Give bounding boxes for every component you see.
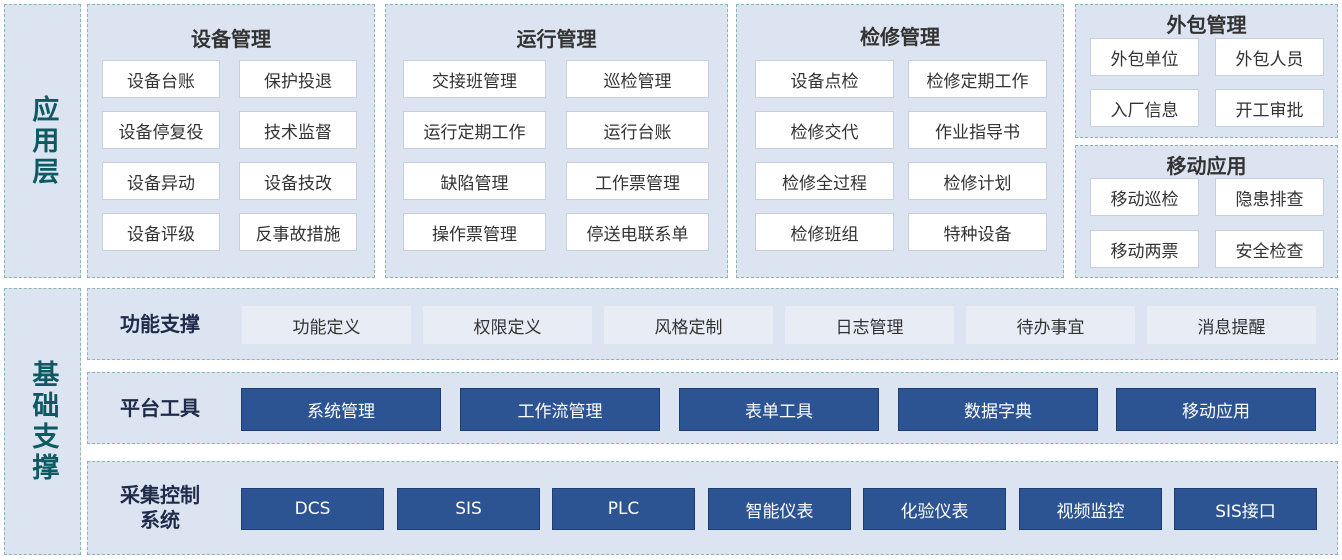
application-layer-label: 应用层 bbox=[4, 4, 81, 278]
acquisition-item[interactable]: SIS bbox=[397, 488, 540, 530]
mobile-application-title: 移动应用 bbox=[1166, 154, 1247, 178]
platform-tools-row: 平台工具 系统管理 工作流管理 表单工具 数据字典 移动应用 bbox=[87, 372, 1338, 444]
maintenance-management-panel: 检修管理 设备点检 检修定期工作 检修交代 作业指导书 检修全过程 检修计划 检… bbox=[736, 4, 1064, 278]
platform-tool-item[interactable]: 表单工具 bbox=[679, 388, 879, 431]
acquisition-item[interactable]: SIS接口 bbox=[1174, 488, 1317, 530]
operation-item[interactable]: 缺陷管理 bbox=[403, 162, 546, 200]
outsourcing-item[interactable]: 外包单位 bbox=[1090, 38, 1199, 76]
equipment-item[interactable]: 设备评级 bbox=[102, 213, 220, 251]
function-item[interactable]: 权限定义 bbox=[423, 306, 592, 344]
acquisition-item[interactable]: PLC bbox=[552, 488, 695, 530]
mobile-item[interactable]: 隐患排查 bbox=[1215, 178, 1324, 216]
maintenance-item[interactable]: 检修计划 bbox=[908, 162, 1047, 200]
platform-tool-item[interactable]: 数据字典 bbox=[898, 388, 1098, 431]
maintenance-item[interactable]: 检修全过程 bbox=[755, 162, 894, 200]
equipment-item[interactable]: 技术监督 bbox=[239, 111, 357, 149]
platform-tool-item[interactable]: 移动应用 bbox=[1116, 388, 1316, 431]
equipment-item[interactable]: 设备台账 bbox=[102, 60, 220, 98]
operation-item[interactable]: 交接班管理 bbox=[403, 60, 546, 98]
equipment-management-panel: 设备管理 设备台账 保护投退 设备停复役 技术监督 设备异动 设备技改 设备评级… bbox=[87, 4, 375, 278]
platform-tools-title: 平台工具 bbox=[120, 395, 200, 420]
function-item[interactable]: 日志管理 bbox=[785, 306, 954, 344]
operation-item[interactable]: 操作票管理 bbox=[403, 213, 546, 251]
maintenance-item[interactable]: 检修交代 bbox=[755, 111, 894, 149]
maintenance-management-title: 检修管理 bbox=[860, 25, 940, 49]
function-support-title: 功能支撑 bbox=[120, 311, 200, 336]
acquisition-item[interactable]: 智能仪表 bbox=[708, 488, 851, 530]
equipment-item[interactable]: 设备异动 bbox=[102, 162, 220, 200]
foundation-layer-text: 基础支撑 bbox=[27, 359, 59, 484]
equipment-item[interactable]: 反事故措施 bbox=[239, 213, 357, 251]
acquisition-control-row: 采集控制 系统 DCS SIS PLC 智能仪表 化验仪表 视频监控 SIS接口 bbox=[87, 461, 1338, 555]
operation-item[interactable]: 工作票管理 bbox=[566, 162, 709, 200]
acquisition-item[interactable]: 视频监控 bbox=[1019, 488, 1162, 530]
foundation-layer-label: 基础支撑 bbox=[4, 288, 81, 555]
operation-item[interactable]: 停送电联系单 bbox=[566, 213, 709, 251]
equipment-item[interactable]: 设备技改 bbox=[239, 162, 357, 200]
acquisition-item[interactable]: 化验仪表 bbox=[863, 488, 1006, 530]
outsourcing-item[interactable]: 开工审批 bbox=[1215, 89, 1324, 127]
mobile-item[interactable]: 移动两票 bbox=[1090, 230, 1199, 268]
operation-management-panel: 运行管理 交接班管理 巡检管理 运行定期工作 运行台账 缺陷管理 工作票管理 操… bbox=[385, 4, 728, 278]
acquisition-control-title: 采集控制 系统 bbox=[96, 462, 224, 554]
operation-item[interactable]: 运行台账 bbox=[566, 111, 709, 149]
maintenance-item[interactable]: 检修班组 bbox=[755, 213, 894, 251]
function-item[interactable]: 功能定义 bbox=[242, 306, 411, 344]
operation-item[interactable]: 运行定期工作 bbox=[403, 111, 546, 149]
maintenance-item[interactable]: 检修定期工作 bbox=[908, 60, 1047, 98]
application-layer-text: 应用层 bbox=[27, 94, 59, 188]
acquisition-item[interactable]: DCS bbox=[241, 488, 384, 530]
outsourcing-item[interactable]: 入厂信息 bbox=[1090, 89, 1199, 127]
maintenance-item[interactable]: 作业指导书 bbox=[908, 111, 1047, 149]
equipment-management-title: 设备管理 bbox=[191, 27, 271, 51]
maintenance-item[interactable]: 特种设备 bbox=[908, 213, 1047, 251]
outsourcing-management-panel: 外包管理 外包单位 外包人员 入厂信息 开工审批 bbox=[1075, 4, 1338, 138]
equipment-item[interactable]: 保护投退 bbox=[239, 60, 357, 98]
operation-management-title: 运行管理 bbox=[516, 27, 597, 51]
mobile-application-panel: 移动应用 移动巡检 隐患排查 移动两票 安全检查 bbox=[1075, 145, 1338, 278]
mobile-item[interactable]: 移动巡检 bbox=[1090, 178, 1199, 216]
outsourcing-management-title: 外包管理 bbox=[1166, 13, 1247, 37]
maintenance-item[interactable]: 设备点检 bbox=[755, 60, 894, 98]
equipment-item[interactable]: 设备停复役 bbox=[102, 111, 220, 149]
outsourcing-item[interactable]: 外包人员 bbox=[1215, 38, 1324, 76]
acquisition-title-line1: 采集控制 bbox=[120, 483, 200, 507]
function-item[interactable]: 待办事宜 bbox=[966, 306, 1135, 344]
operation-item[interactable]: 巡检管理 bbox=[566, 60, 709, 98]
function-support-row: 功能支撑 功能定义 权限定义 风格定制 日志管理 待办事宜 消息提醒 bbox=[87, 288, 1338, 360]
platform-tool-item[interactable]: 系统管理 bbox=[241, 388, 441, 431]
platform-tool-item[interactable]: 工作流管理 bbox=[460, 388, 660, 431]
function-item[interactable]: 消息提醒 bbox=[1147, 306, 1316, 344]
function-item[interactable]: 风格定制 bbox=[604, 306, 773, 344]
mobile-item[interactable]: 安全检查 bbox=[1215, 230, 1324, 268]
acquisition-title-line2: 系统 bbox=[140, 508, 180, 532]
